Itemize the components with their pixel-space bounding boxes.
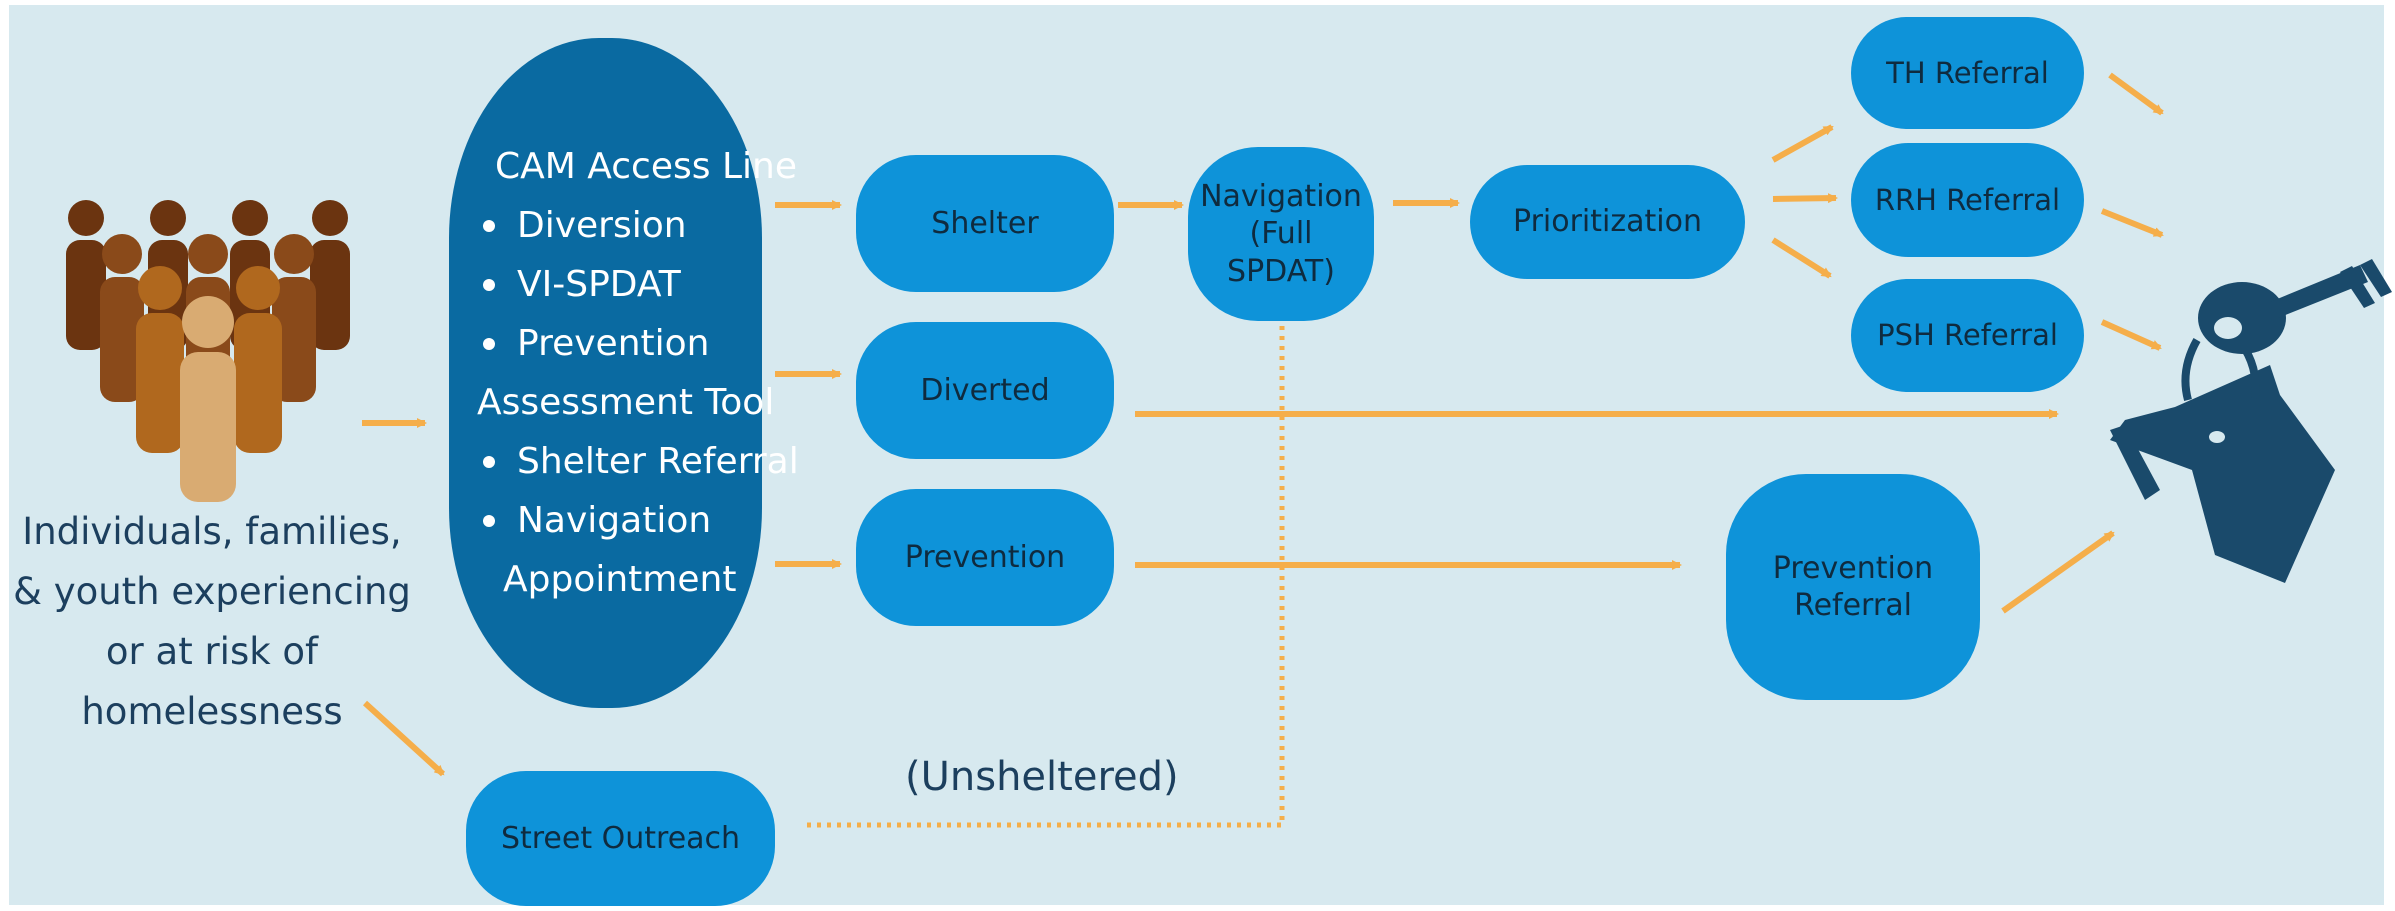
unsheltered-label: (Unsheltered) bbox=[905, 754, 1179, 800]
cam-access-line-node[interactable]: CAM Access Line Diversion VI-SPDAT Preve… bbox=[449, 38, 799, 708]
cam-item-label: Shelter Referral bbox=[517, 441, 799, 482]
cam-item-navigation: Navigation bbox=[477, 491, 711, 550]
diverted-node[interactable]: Diverted bbox=[856, 322, 1114, 459]
shelter-node[interactable]: Shelter bbox=[856, 155, 1114, 292]
population-label: Individuals, families, & youth experienc… bbox=[13, 510, 411, 733]
cam-item-prevention: Prevention bbox=[477, 314, 709, 373]
psh-referral-node[interactable]: PSH Referral bbox=[1851, 279, 2084, 392]
bullet-icon bbox=[483, 278, 495, 291]
cam-item-assessment-tool: Assessment Tool bbox=[477, 382, 775, 423]
arrow-rrh-out bbox=[2100, 208, 2164, 238]
bullet-icon bbox=[483, 337, 495, 350]
prevention-referral-node[interactable]: Prevention Referral bbox=[1726, 474, 1980, 700]
cam-item-appointment: Appointment bbox=[503, 559, 737, 600]
arrow-prioritization-to-th bbox=[1771, 124, 1834, 163]
arrow-referral-to-housing bbox=[2001, 530, 2115, 614]
cam-item-label: Navigation bbox=[517, 500, 712, 541]
street-outreach-node[interactable]: Street Outreach bbox=[466, 771, 775, 906]
arrow-prioritization-to-rrh bbox=[1772, 193, 1838, 204]
prevention-node[interactable]: Prevention bbox=[856, 489, 1114, 626]
rrh-referral-node[interactable]: RRH Referral bbox=[1851, 143, 2084, 257]
dotted-path-outreach-to-navigation bbox=[807, 322, 1285, 828]
cam-item-diversion: Diversion bbox=[477, 196, 687, 255]
cam-item-shelter-referral: Shelter Referral bbox=[477, 432, 799, 491]
house-key-icon bbox=[2110, 259, 2392, 583]
arrow-psh-out bbox=[2100, 319, 2162, 351]
bullet-icon bbox=[483, 219, 495, 232]
cam-item-label: Prevention bbox=[517, 323, 710, 364]
prioritization-node[interactable]: Prioritization bbox=[1470, 165, 1745, 279]
navigation-node[interactable]: Navigation (Full SPDAT) bbox=[1188, 147, 1374, 321]
th-referral-node[interactable]: TH Referral bbox=[1851, 17, 2084, 129]
cam-item-label: VI-SPDAT bbox=[517, 264, 681, 305]
cam-title: CAM Access Line bbox=[495, 146, 797, 187]
arrow-prioritization-to-psh bbox=[1771, 237, 1832, 279]
cam-item-label: Diversion bbox=[517, 205, 687, 246]
bullet-icon bbox=[483, 514, 495, 527]
people-group-icon bbox=[66, 200, 350, 502]
cam-item-vi-spdat: VI-SPDAT bbox=[477, 255, 681, 314]
bullet-icon bbox=[483, 455, 495, 468]
arrow-population-to-outreach bbox=[362, 700, 446, 777]
arrow-th-out bbox=[2108, 72, 2164, 116]
